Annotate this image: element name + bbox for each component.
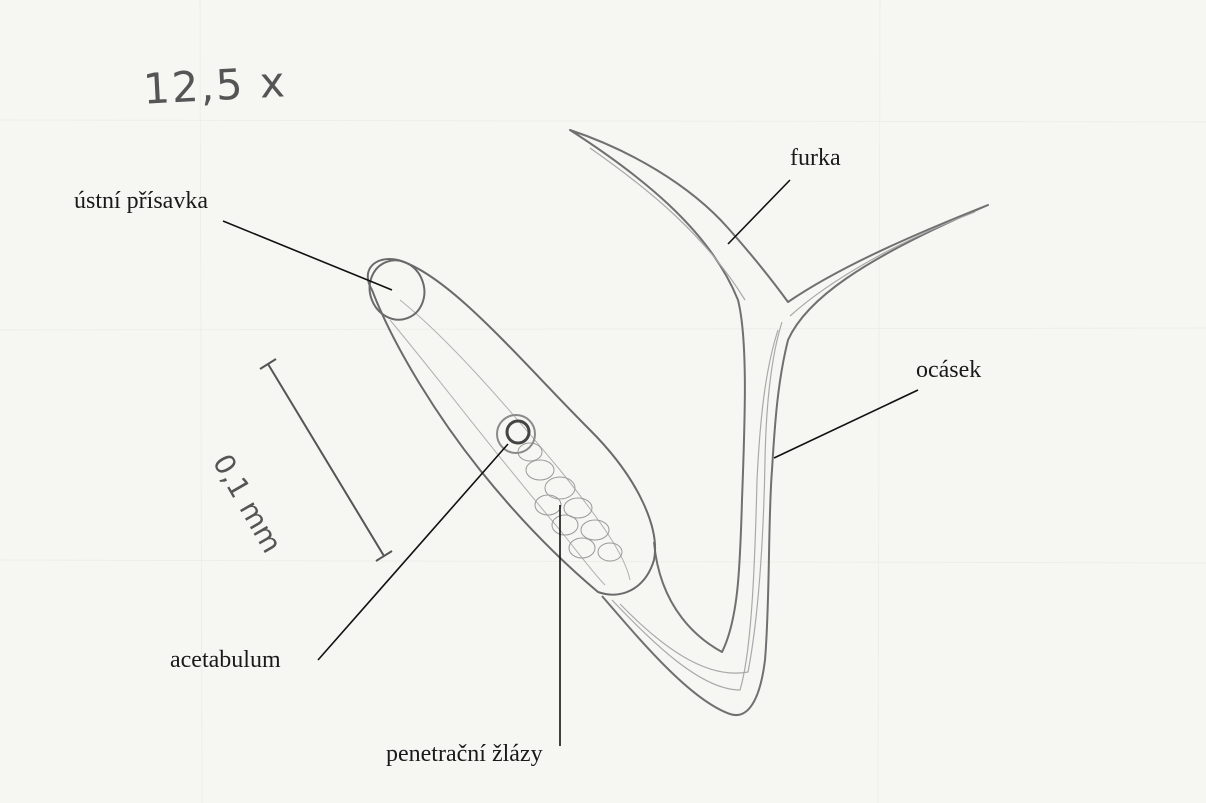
- tail-outline: [570, 130, 988, 715]
- label-acetabulum: acetabulum: [170, 648, 281, 672]
- penetration-glands-drawing: [518, 443, 622, 561]
- leader-oral-sucker: [223, 221, 392, 290]
- label-oral-sucker: ústní přísavka: [74, 189, 208, 213]
- magnification-label: 12,5 x: [142, 61, 288, 110]
- tail-inner: [590, 148, 975, 690]
- leader-furca: [728, 180, 790, 244]
- label-penetration-glands: penetrační žlázy: [386, 742, 543, 766]
- body-inner: [390, 300, 630, 585]
- leader-tail: [774, 390, 918, 458]
- label-tail: ocásek: [916, 358, 981, 382]
- acetabulum-drawing: [497, 415, 535, 453]
- leader-acetabulum: [318, 444, 508, 660]
- label-furca: furka: [790, 146, 841, 170]
